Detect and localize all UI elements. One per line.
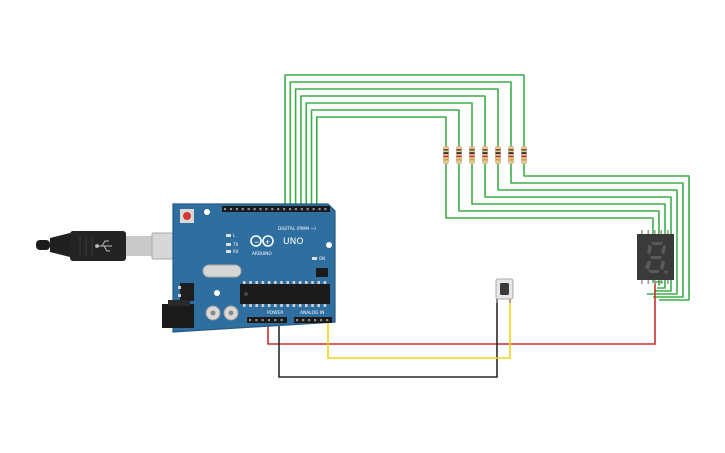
green-wire [458,163,660,286]
green-wire [497,163,678,295]
resistor [508,145,514,165]
svg-text:RX: RX [233,249,239,254]
power-jack [162,304,194,328]
reset-button-cap[interactable] [183,212,191,220]
display-segments [645,242,668,274]
usb-strain-relief [50,233,70,257]
green-wire [289,81,512,206]
digital-label: DIGITAL (PWM ~) [278,226,316,232]
usb-icon [95,240,112,252]
resistor [443,145,449,165]
svg-text:TX: TX [232,242,238,247]
led-on [312,257,317,260]
green-wire [471,163,666,289]
resistor [521,145,527,165]
green-wire [310,109,460,206]
green-wire [510,163,684,298]
pushbutton-cap[interactable] [500,283,509,295]
analog-label: ANALOG IN [300,310,324,316]
yellow-input-wire [327,299,511,359]
led-tx [226,243,231,246]
red-power-wire [267,282,656,345]
usb-cable [36,231,179,261]
power-label: POWER [267,310,283,316]
green-wire [284,74,525,206]
usb-plug-metal [126,236,152,256]
digital-header[interactable] [222,206,330,212]
green-wire [445,163,663,283]
resistor [495,145,501,165]
usb-cable-end [36,240,50,250]
black-wire [278,299,498,378]
seven-segment-display: 8. [637,230,674,284]
crystal-oscillator [202,264,242,278]
model-label: UNO [283,237,303,247]
resistor [469,145,475,165]
green-wire [484,163,672,292]
green-wire [315,116,447,206]
yellow-wire [327,299,511,359]
svg-text:−: − [254,239,259,246]
svg-text:L: L [233,233,236,238]
power-header[interactable] [247,317,287,323]
led-rx [226,250,231,253]
svg-text:ON: ON [319,256,325,261]
icsp-header [316,268,328,277]
resistor [456,145,462,165]
capacitors [205,305,239,321]
arduino-logo-icon [250,235,274,247]
green-wire [300,95,486,206]
red-wire [267,282,656,345]
mounting-hole [214,290,220,296]
voltage-regulator [180,283,194,301]
green-wire [305,102,473,206]
black-ground-wire [278,299,498,378]
digital-pins [224,208,327,211]
green-signal-wires [284,74,690,301]
analog-header[interactable] [294,317,332,323]
arduino-uno-board: DIGITAL (PWM ~) L TX RX − + ARDUINO UNO … [162,203,336,333]
green-wire [294,88,499,206]
mounting-hole [204,209,210,215]
green-wire [523,163,690,301]
brand-label: ARDUINO [252,251,272,256]
resistor-bank [443,145,527,165]
atmega-chip [240,281,330,307]
resistor [482,145,488,165]
pushbutton[interactable] [495,278,514,303]
svg-text:+: + [265,239,270,246]
mounting-hole [326,242,332,248]
led-l [226,234,231,237]
